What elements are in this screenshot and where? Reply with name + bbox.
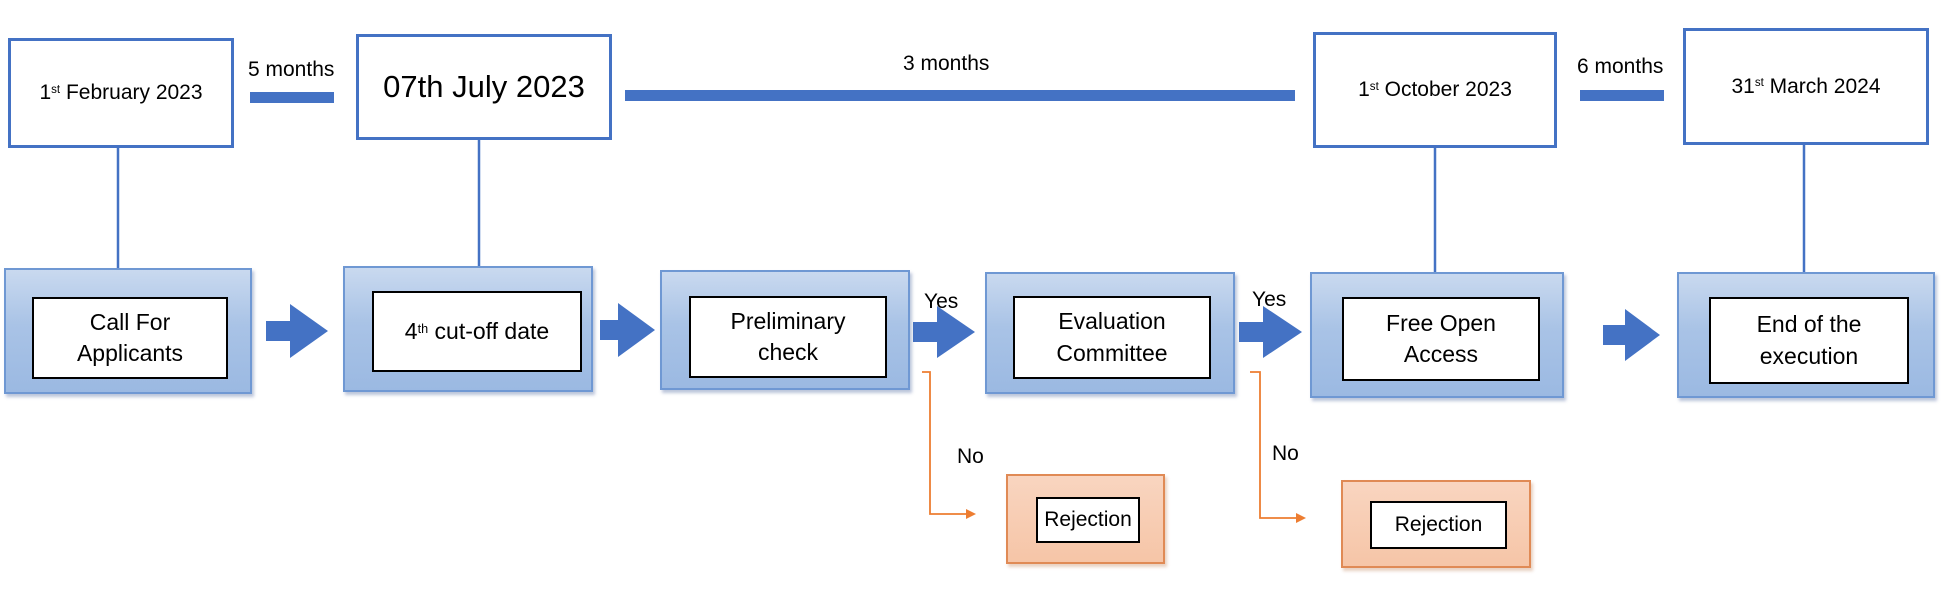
gap-label-3: 6 months: [1577, 55, 1664, 78]
flow-arrow-1: [266, 304, 328, 358]
reject-arrow-2: [1250, 371, 1298, 519]
step-label-call: Call For Applicants: [32, 297, 228, 379]
step-preliminary-check: Preliminary check: [660, 270, 910, 390]
no-label-2: No: [1272, 442, 1299, 465]
date-box-1: 1st February 2023: [8, 38, 234, 148]
gap-bar-3: [1580, 90, 1664, 101]
flow-arrow-5: [1603, 309, 1660, 361]
step-label-eval: Evaluation Committee: [1013, 296, 1211, 379]
rejection-label-2: Rejection: [1370, 501, 1507, 549]
step-call-for-applicants: Call For Applicants: [4, 268, 252, 394]
gap-bar-2: [625, 90, 1295, 101]
date-label-2: 07th July 2023: [383, 69, 585, 104]
step-label-cutoff: 4th cut-off date: [372, 291, 582, 372]
step-label-free: Free Open Access: [1342, 297, 1540, 381]
date-box-4: 31st March 2024: [1683, 28, 1929, 145]
rejection-label-1: Rejection: [1036, 497, 1140, 543]
gap-label-1: 5 months: [248, 58, 335, 81]
step-label-prelim: Preliminary check: [689, 296, 887, 378]
rejection-box-2: Rejection: [1341, 480, 1531, 568]
step-evaluation-committee: Evaluation Committee: [985, 272, 1235, 394]
date-box-3: 1st October 2023: [1313, 32, 1557, 148]
no-label-1: No: [957, 445, 984, 468]
reject-arrowhead-1: [966, 509, 976, 519]
date-label-4: 31st March 2024: [1731, 74, 1881, 98]
yes-label-1: Yes: [924, 290, 959, 313]
gap-bar-1: [250, 92, 334, 103]
reject-arrowhead-2: [1296, 513, 1306, 523]
date-label-1: 1st February 2023: [39, 81, 203, 104]
flow-arrow-3: [913, 306, 975, 358]
step-free-open-access: Free Open Access: [1310, 272, 1564, 398]
step-end-of-execution: End of the execution: [1677, 272, 1935, 398]
date-label-3: 1st October 2023: [1358, 78, 1512, 101]
flow-arrow-4: [1239, 306, 1302, 358]
flow-arrow-2: [600, 303, 655, 357]
step-label-end: End of the execution: [1709, 297, 1909, 384]
date-box-2: 07th July 2023: [356, 34, 612, 140]
yes-label-2: Yes: [1252, 288, 1287, 311]
gap-label-2: 3 months: [903, 52, 990, 75]
reject-arrow-1: [922, 371, 968, 515]
step-cut-off-date: 4th cut-off date: [343, 266, 593, 392]
rejection-box-1: Rejection: [1006, 474, 1165, 564]
